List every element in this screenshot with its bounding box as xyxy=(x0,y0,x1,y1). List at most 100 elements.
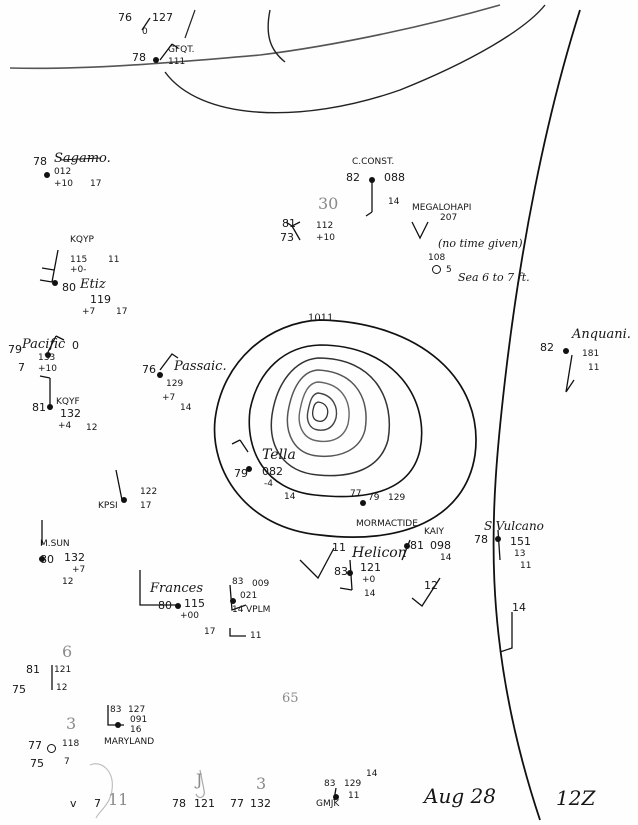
time-stamp: 12Z xyxy=(556,786,596,810)
station-kqyp-id: KQYP xyxy=(70,235,94,245)
station-bl1-temp: 75 xyxy=(12,683,26,696)
station-megalohapi-r3: 5 xyxy=(446,265,452,275)
barb-frances xyxy=(139,570,178,606)
station-dot-vulcano xyxy=(495,536,501,542)
station-bl2-r3: 7 xyxy=(64,757,70,767)
station-ship81-temp: 81 xyxy=(282,217,296,230)
pencil-mark-12: 12 xyxy=(424,579,438,592)
station-kpsi-r2: 17 xyxy=(140,501,152,511)
barb-12 xyxy=(411,577,441,607)
station-gmjk-r1: 129 xyxy=(344,779,362,789)
station-gmjk-temp: 83 xyxy=(324,779,336,789)
isobar-5 xyxy=(298,381,350,443)
station-pacific-r1: 133 xyxy=(38,353,56,363)
top-curve-1 xyxy=(9,4,501,70)
barb-gfqt xyxy=(159,43,179,61)
station-gmjk-id: GMJK xyxy=(316,799,340,809)
station-dot-anquani xyxy=(563,348,569,354)
station-gfqt-id: GFQT. xyxy=(168,45,195,55)
barb-megalo xyxy=(411,221,429,240)
station-kqyf-id: KQYF xyxy=(56,397,80,407)
station-vplm-r2: 021 xyxy=(240,591,258,601)
station-bl1-r2: 12 xyxy=(56,683,68,693)
station-passaic-name: Passaic. xyxy=(174,359,227,374)
station-m-sun-r3: 12 xyxy=(62,577,74,587)
station-c-const-r2: 14 xyxy=(388,197,400,207)
station-vulcano-r2: 13 xyxy=(514,549,526,559)
pencil-mark-j: J xyxy=(196,770,203,789)
station-top-left-sub: 0 xyxy=(142,27,148,37)
barb-sagamo xyxy=(59,157,101,161)
station-kqyp-name: Etiz xyxy=(80,277,106,292)
station-kaiy-id: KAIY xyxy=(424,527,445,537)
station-sagamo-name: Sagamo. xyxy=(54,151,111,166)
station-mormactide-id: MORMACTIDE xyxy=(356,519,418,529)
station-gmjk-r3: 11 xyxy=(348,791,360,801)
station-kqyf-r2b: 12 xyxy=(86,423,98,433)
station-vulcano-r3: 11 xyxy=(520,561,532,571)
station-vplm-r1: 009 xyxy=(252,579,270,589)
station-helicon-r2: +0 xyxy=(362,575,376,585)
station-dot-tella xyxy=(246,466,252,472)
top-curve-3 xyxy=(267,9,286,63)
barb-pacific xyxy=(47,335,65,353)
station-frances-name: Frances xyxy=(150,581,204,596)
station-passaic-r3: 14 xyxy=(180,403,192,413)
station-mormactide-r2: 79 xyxy=(368,493,380,503)
station-kaiy-r1: 098 xyxy=(430,539,451,552)
barb-top-left xyxy=(141,17,151,31)
station-vplm-id: VPLM xyxy=(246,605,271,615)
station-anquani-name: Anquani. xyxy=(572,327,631,342)
station-dot-kqyp xyxy=(52,280,58,286)
pencil-mark-14: 14 xyxy=(512,601,526,614)
date-stamp: Aug 28 xyxy=(424,784,496,808)
station-maryland-r2: 091 xyxy=(130,715,148,725)
station-gfqt-temp: 78 xyxy=(132,51,146,64)
barb-ship81 xyxy=(285,221,301,241)
isobar-3 xyxy=(270,357,391,477)
station-megalohapi-note: (no time given) xyxy=(438,237,523,250)
station-ship81-r2: +10 xyxy=(316,233,335,243)
isobar-2 xyxy=(248,344,423,498)
barb-c-const xyxy=(365,180,373,217)
station-kpsi-r1: 122 xyxy=(140,487,158,497)
station-frances-r2: +00 xyxy=(180,611,199,621)
isobar-1011 xyxy=(213,319,477,538)
station-frances-r3: 17 xyxy=(204,627,216,637)
station-pacific-r4: 0 xyxy=(72,339,79,352)
barb-vplm-2 xyxy=(229,628,246,637)
station-dot-kpsi xyxy=(121,497,127,503)
station-vulcano-r1: 151 xyxy=(510,535,531,548)
station-c-const-id: C.CONST. xyxy=(352,157,395,167)
station-kaiy-r2: 14 xyxy=(440,553,452,563)
station-dot-mormactide xyxy=(360,500,366,506)
bottom-row-f: 77 xyxy=(230,797,244,810)
barb-kpsi xyxy=(115,469,123,501)
barb-vulcano xyxy=(497,529,501,561)
station-ship81-r1: 112 xyxy=(316,221,334,231)
station-bl2-r2: 75 xyxy=(30,757,44,770)
station-anquani-r1: 181 xyxy=(582,349,600,359)
station-kqyp-r1b: 11 xyxy=(108,255,120,265)
station-anquani-temp: 82 xyxy=(540,341,554,354)
station-sagamo-row2: +10 xyxy=(54,179,73,189)
station-megalohapi-r1: 207 xyxy=(440,213,458,223)
station-top-left-pressure: 127 xyxy=(152,11,173,24)
station-megalohapi-seas: Sea 6 to 7 ft. xyxy=(458,271,530,284)
station-mormactide-r3: 129 xyxy=(388,493,406,503)
station-sagamo-temp: 78 xyxy=(33,155,47,168)
station-kqyp-r3: 80 xyxy=(62,281,76,294)
station-dot-passaic xyxy=(157,372,163,378)
station-dot-maryland xyxy=(115,722,121,728)
station-vplm-r3: 14 xyxy=(232,605,244,615)
station-tella-r1: 082 xyxy=(262,465,283,478)
station-passaic-temp: 76 xyxy=(142,363,156,376)
station-c-const-r1: 088 xyxy=(384,171,405,184)
isobar-7 xyxy=(312,401,329,422)
top-curve-4 xyxy=(184,9,196,39)
station-frances-temp: 80 xyxy=(158,599,172,612)
station-kaiy-temp: 81 xyxy=(410,539,424,552)
right-front-line xyxy=(492,9,581,821)
bottom-row-b: 7 xyxy=(94,797,101,810)
station-dot-kaiy xyxy=(404,543,410,549)
